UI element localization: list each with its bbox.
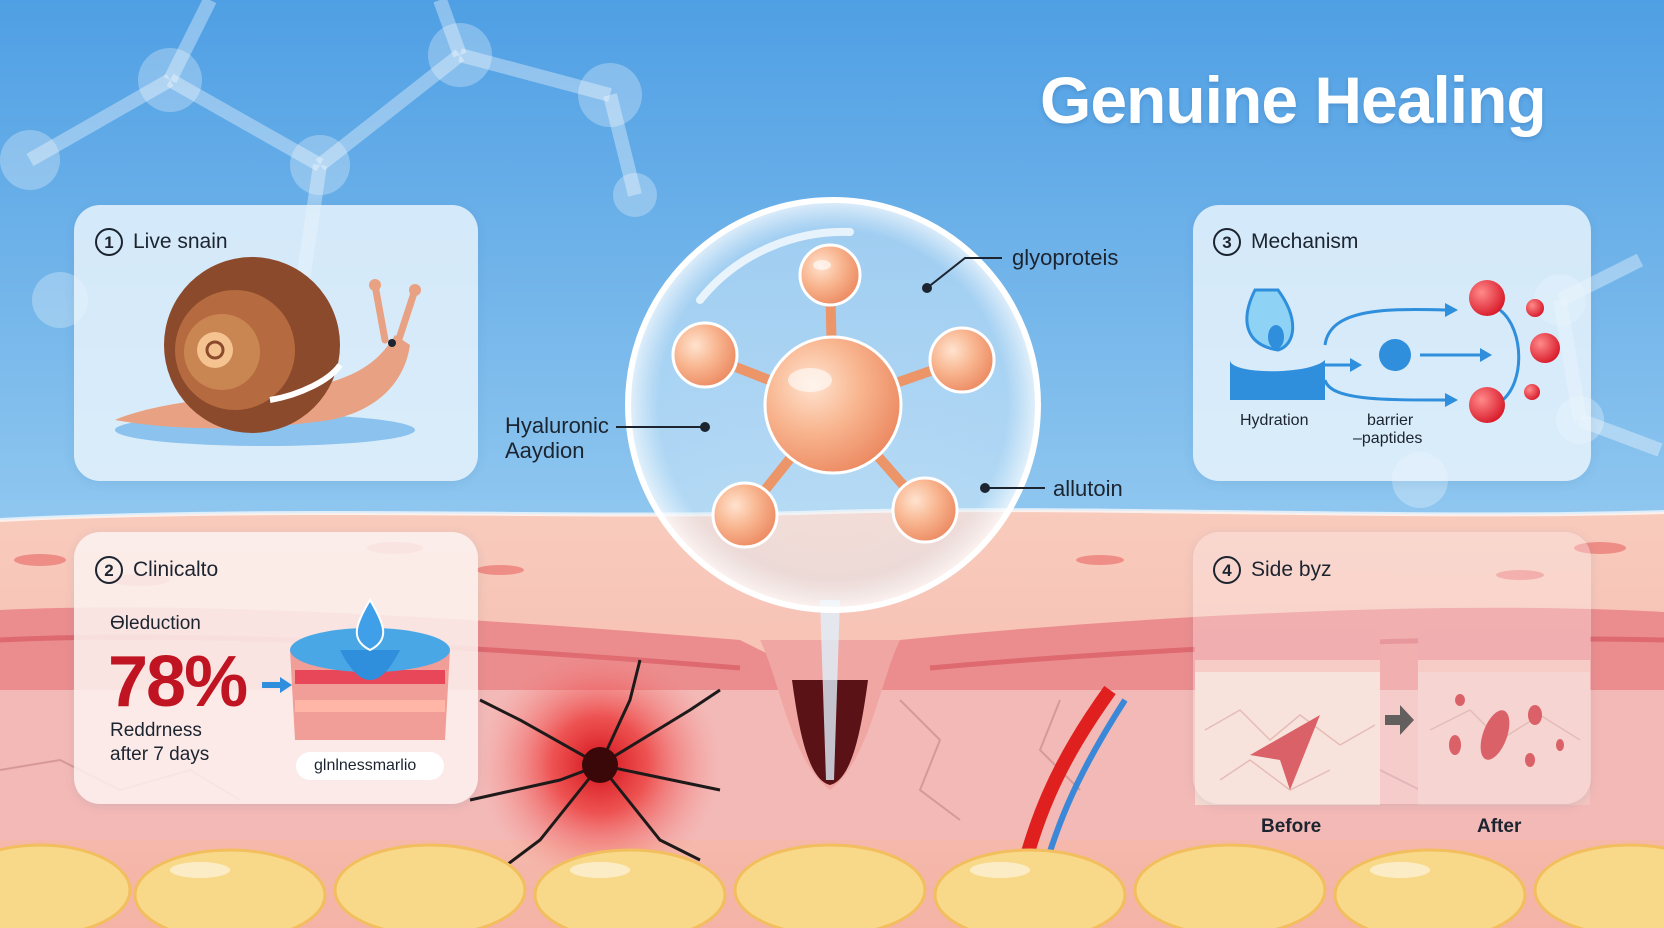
step-number-2: 2: [95, 556, 123, 584]
panel-1-label: Live snain: [133, 230, 228, 253]
step-number-1: 1: [95, 228, 123, 256]
panel-4-header: 4 Side byz: [1213, 556, 1332, 584]
after-label: After: [1477, 816, 1522, 837]
allantoin-label: allutoin: [1053, 476, 1123, 501]
water-badge-label: glnlnessmarlio: [314, 757, 417, 774]
before-label: Before: [1261, 816, 1322, 837]
panel-4-label: Side byz: [1251, 558, 1332, 581]
after-days-label: after 7 days: [110, 744, 210, 765]
hydration-label: Hydration: [1240, 412, 1309, 429]
hyaluronic-label-1: Hyaluronic: [505, 413, 609, 438]
step-number-4: 4: [1213, 556, 1241, 584]
panel-3-header: 3 Mechanism: [1213, 228, 1358, 256]
page-title: Genuine Healing: [1040, 63, 1547, 137]
reduction-percent: 78%: [108, 642, 248, 722]
panel-side-by-side: [1193, 532, 1591, 804]
barrier-label-2: –paptides: [1353, 430, 1423, 447]
hyaluronic-label-2: Aaydion: [505, 438, 585, 463]
barrier-label-1: barrier: [1367, 412, 1414, 429]
panel-2-header: 2 Clinicalto: [95, 556, 218, 584]
panel-2-label: Clinicalto: [133, 558, 219, 581]
panel-3-label: Mechanism: [1251, 230, 1359, 253]
glycoproteins-label: glyoproteis: [1012, 245, 1119, 270]
panel-1-header: 1 Live snain: [95, 228, 228, 256]
mechanism-diagram: [1230, 280, 1560, 423]
redness-label: Redԁrness: [110, 720, 202, 741]
reduction-heading: Ɵleduction: [110, 613, 201, 634]
before-after-illustration: [1195, 630, 1590, 805]
water-drop-icon: [262, 598, 450, 780]
step-number-3: 3: [1213, 228, 1241, 256]
snail-icon: [115, 257, 421, 446]
